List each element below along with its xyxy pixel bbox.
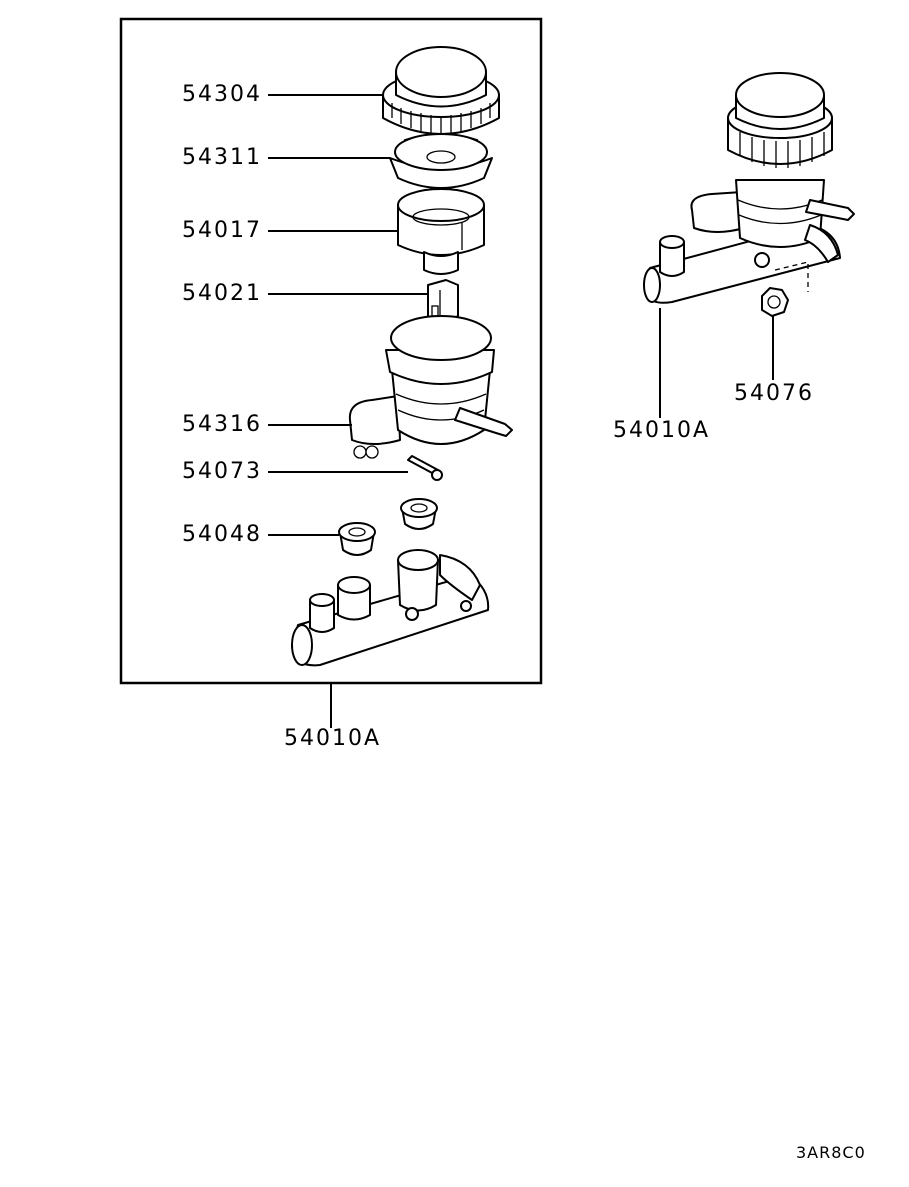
callout-54304: 54304: [182, 82, 262, 107]
callout-54048: 54048: [182, 522, 262, 547]
drawing-code: 3AR8C0: [796, 1143, 866, 1162]
callout-54017: 54017: [182, 218, 262, 243]
nut-part: [761, 287, 789, 317]
reservoir-cap-part: [382, 46, 500, 135]
pin-part: [407, 455, 443, 481]
callout-54010a-right: 54010A: [613, 418, 711, 443]
diaphragm-part: [389, 133, 493, 189]
reservoir-part: [348, 315, 513, 459]
assembled-master-cylinder: [643, 72, 855, 304]
callout-54076: 54076: [734, 381, 814, 406]
grommet-part: [338, 498, 438, 556]
callout-54010a-left: 54010A: [284, 726, 382, 751]
master-cylinder-body: [291, 549, 490, 667]
callout-54311: 54311: [182, 145, 262, 170]
callout-54316: 54316: [182, 412, 262, 437]
callout-54021: 54021: [182, 281, 262, 306]
callout-54073: 54073: [182, 459, 262, 484]
strainer-part: [397, 188, 485, 275]
